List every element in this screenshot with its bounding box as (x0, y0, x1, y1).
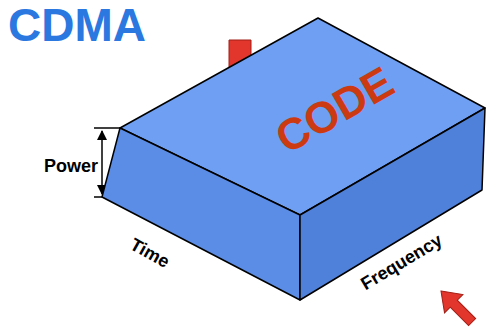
title: CDMA (8, 2, 146, 48)
axis-label: Time (127, 235, 172, 271)
dimension-tick (94, 127, 122, 129)
axis-label: Power (44, 157, 98, 175)
slab-side-face (102, 128, 300, 300)
power-arrow (101, 131, 103, 194)
frequency-arrow (432, 282, 481, 329)
